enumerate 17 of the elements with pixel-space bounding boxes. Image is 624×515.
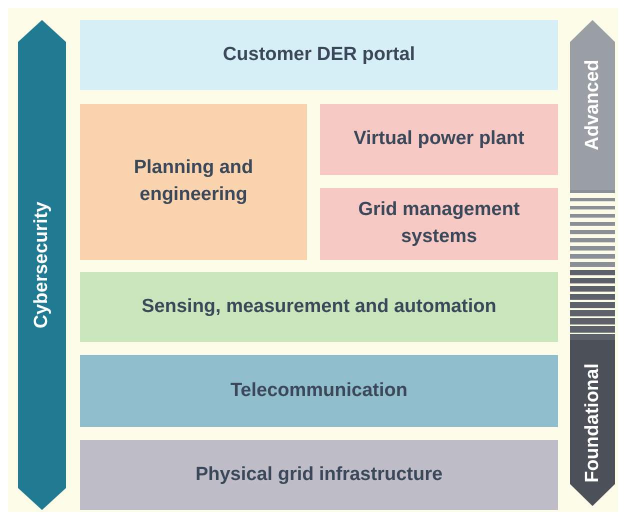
- layer-label: Grid management systems: [357, 198, 521, 249]
- layer-label: Telecommunication: [230, 378, 408, 403]
- layer-box: [80, 20, 558, 90]
- layer-label: Virtual power plant: [354, 127, 524, 152]
- layer-box: [80, 104, 307, 260]
- layer-box: [80, 355, 558, 427]
- layer-label: Sensing, measurement and automation: [142, 294, 496, 319]
- layer-box: [320, 188, 558, 260]
- vertical-label: Advanced: [582, 60, 604, 150]
- layer-box: [80, 440, 558, 510]
- layer-label: Customer DER portal: [222, 42, 416, 67]
- layer-label: Planning and engineering: [132, 156, 254, 207]
- vertical-label: Cybersecurity: [31, 202, 53, 328]
- layer-box: [320, 104, 558, 175]
- vertical-label: Foundational: [582, 363, 604, 483]
- layer-box: [80, 272, 558, 342]
- layer-label: Physical grid infrastructure: [195, 462, 443, 487]
